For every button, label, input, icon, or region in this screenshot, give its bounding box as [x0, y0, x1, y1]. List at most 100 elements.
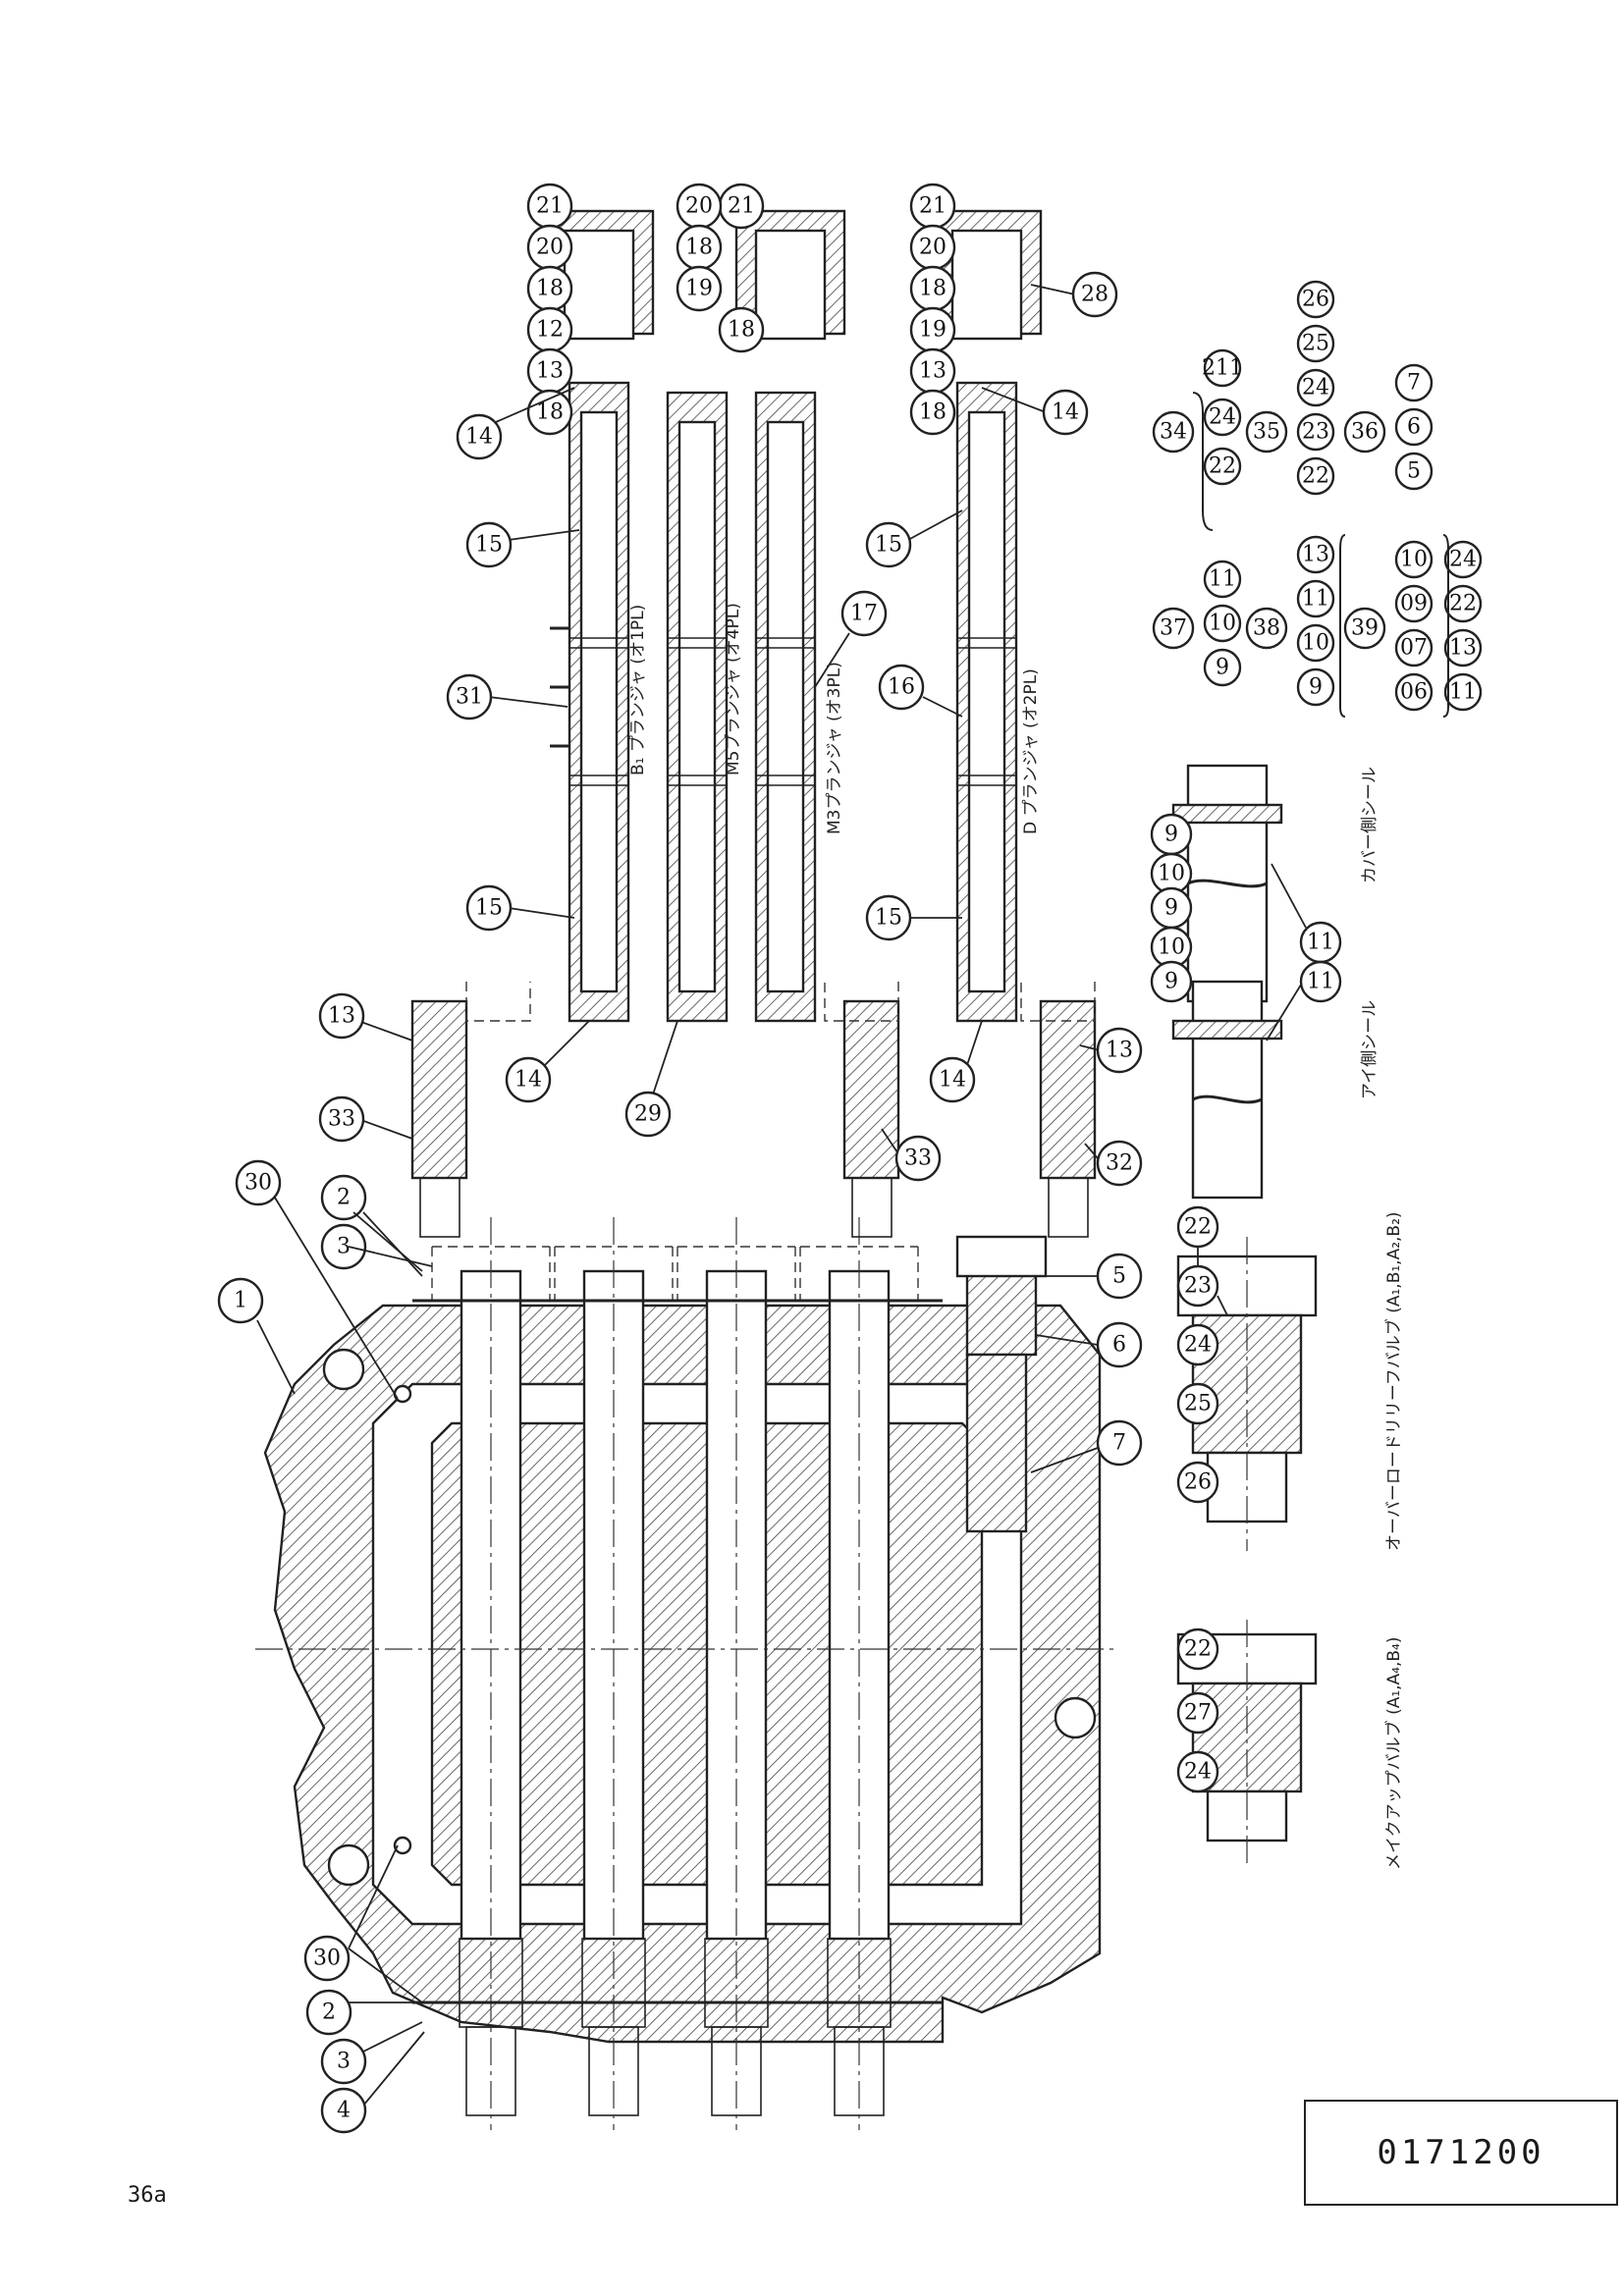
relief-valve-nut — [955, 1235, 1048, 1278]
svg-text:10: 10 — [1209, 612, 1236, 636]
kit-39-r2-1: 11 — [1443, 672, 1483, 712]
kit-groupings: 34 22 24 211 35 22 23 24 25 26 36 5 6 7 … — [1152, 280, 1483, 718]
kit-35: 35 — [1245, 410, 1288, 454]
kit-39-r2-2: 13 — [1443, 628, 1483, 667]
kit-34: 34 — [1152, 410, 1195, 454]
label-makeup-valve: メイクアップバルブ (A₁,A₄,B₄) — [1383, 1636, 1404, 1870]
kit-35-item-1: 22 — [1296, 456, 1335, 496]
callout-28: 28 — [1030, 271, 1118, 318]
svg-text:18: 18 — [919, 400, 947, 425]
callout-22-a: 22 — [1176, 1205, 1219, 1266]
page-number: 36a — [128, 2183, 167, 2208]
svg-text:10: 10 — [1158, 935, 1185, 960]
kit-34-item-2: 24 — [1203, 398, 1242, 437]
svg-text:2: 2 — [337, 1186, 351, 1210]
svg-text:13: 13 — [1449, 636, 1477, 661]
callout-9-c: 9 — [1150, 960, 1193, 1003]
svg-text:9: 9 — [1164, 970, 1178, 994]
kit-36-item-3: 7 — [1394, 363, 1434, 402]
svg-text:24: 24 — [1209, 405, 1236, 430]
part-number-box: 0171200 — [1304, 2100, 1618, 2206]
svg-text:30: 30 — [244, 1171, 272, 1196]
svg-text:5: 5 — [1407, 459, 1421, 484]
svg-text:13: 13 — [536, 359, 564, 384]
end-piece-13-right — [1039, 999, 1097, 1180]
svg-text:15: 15 — [875, 533, 902, 558]
svg-text:12: 12 — [536, 318, 564, 343]
svg-text:10: 10 — [1158, 862, 1185, 886]
callout-27: 27 — [1176, 1691, 1219, 1735]
svg-text:11: 11 — [1302, 587, 1329, 612]
svg-text:20: 20 — [919, 236, 947, 260]
kit-37-item-1: 9 — [1203, 648, 1242, 687]
callout-20-c: 20 — [909, 224, 956, 271]
label-eye-side-seal: アイ側シール — [1360, 1000, 1380, 1099]
callout-4: 4 — [320, 2031, 425, 2134]
svg-text:06: 06 — [1400, 680, 1428, 705]
svg-text:24: 24 — [1449, 548, 1477, 572]
kit-35-item-2: 23 — [1296, 412, 1335, 452]
kit-39-r2-3: 22 — [1443, 584, 1483, 623]
svg-text:11: 11 — [1307, 931, 1334, 955]
kit-39-r1-4: 10 — [1394, 540, 1434, 579]
svg-text:20: 20 — [536, 236, 564, 260]
callout-8 — [348, 1246, 433, 1267]
svg-text:22: 22 — [1184, 1637, 1212, 1662]
callout-18-f: 18 — [909, 389, 956, 436]
callout-13-b: 13 — [909, 347, 956, 395]
kit-36: 36 — [1343, 410, 1386, 454]
callout-30-top: 30 — [235, 1159, 399, 1400]
svg-text:14: 14 — [465, 425, 493, 450]
callout-15-b: 15 — [465, 884, 575, 932]
svg-text:18: 18 — [536, 400, 564, 425]
callout-10-a: 10 — [1150, 852, 1193, 895]
svg-text:19: 19 — [685, 277, 713, 301]
callout-2-top: 2 — [320, 1174, 423, 1277]
svg-text:15: 15 — [475, 533, 503, 558]
callout-15-d: 15 — [865, 894, 962, 941]
svg-text:24: 24 — [1302, 376, 1329, 400]
callout-1: 1 — [217, 1277, 296, 1395]
svg-text:26: 26 — [1184, 1470, 1212, 1495]
svg-text:18: 18 — [728, 318, 755, 343]
label-b1-plunger: B₁ プランジャ (オ1PL) — [628, 605, 648, 775]
svg-text:28: 28 — [1081, 283, 1109, 307]
svg-text:37: 37 — [1160, 616, 1187, 641]
callout-3-bottom: 3 — [320, 2021, 423, 2085]
part-number: 0171200 — [1377, 2133, 1545, 2172]
kit-38: 38 — [1245, 607, 1288, 650]
svg-text:10: 10 — [1400, 548, 1428, 572]
svg-text:21: 21 — [919, 194, 947, 219]
callout-9-b: 9 — [1150, 886, 1193, 930]
svg-text:32: 32 — [1106, 1151, 1133, 1176]
callout-30-bottom: 30 — [303, 1844, 423, 2003]
svg-text:31: 31 — [456, 685, 483, 710]
svg-text:16: 16 — [888, 675, 915, 700]
callout-18-c: 18 — [676, 224, 723, 271]
kit-38-item-3: 11 — [1296, 579, 1335, 618]
kit-37: 37 — [1152, 607, 1195, 650]
label-m5-plunger: M5プランジャ (オ4PL) — [724, 603, 743, 775]
svg-text:13: 13 — [328, 1004, 355, 1029]
callout-11-a: 11 — [1271, 863, 1342, 964]
callout-20-b: 20 — [676, 183, 723, 230]
svg-text:11: 11 — [1307, 970, 1334, 994]
kit-39-r2-4: 24 — [1443, 540, 1483, 579]
svg-text:21: 21 — [536, 194, 564, 219]
svg-text:15: 15 — [475, 896, 503, 921]
svg-text:27: 27 — [1184, 1701, 1212, 1726]
valve-body-section — [255, 1217, 1119, 2130]
kit-34-item-1: 22 — [1203, 447, 1242, 486]
svg-text:36: 36 — [1351, 420, 1379, 445]
callout-19-a: 19 — [676, 265, 723, 312]
svg-text:13: 13 — [1302, 543, 1329, 567]
svg-text:9: 9 — [1309, 675, 1323, 700]
svg-text:9: 9 — [1164, 823, 1178, 847]
svg-text:14: 14 — [1052, 400, 1079, 425]
svg-text:33: 33 — [904, 1147, 932, 1171]
svg-text:5: 5 — [1112, 1264, 1126, 1289]
callout-26: 26 — [1176, 1461, 1219, 1504]
kit-38-item-4: 13 — [1296, 535, 1335, 574]
kit-35-item-4: 25 — [1296, 324, 1335, 363]
